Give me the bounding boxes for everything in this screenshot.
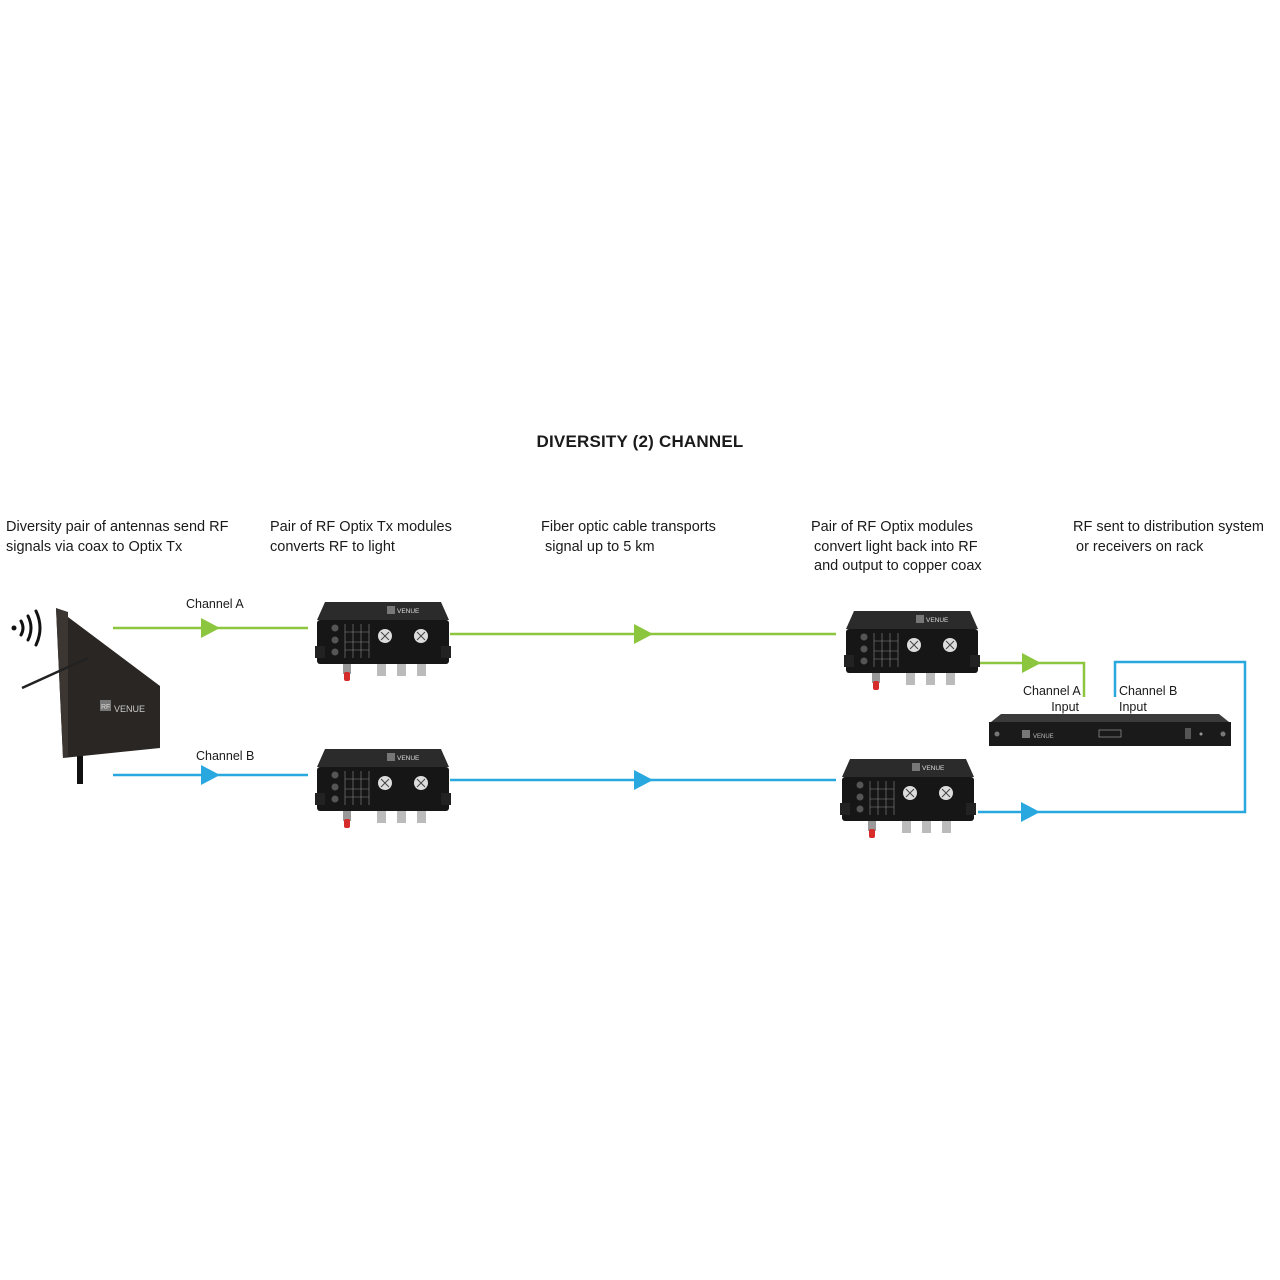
channel-a-arrow-3 — [1022, 653, 1041, 673]
optix-tx-module-b: VENUE — [315, 749, 451, 828]
desc-fiber-line-2: signal up to 5 km — [545, 538, 655, 555]
label-input-a-line-1: Channel A — [1023, 684, 1081, 698]
rack-ear-hole-left — [994, 731, 1000, 737]
optix-tx-module-a: VENUE — [315, 602, 451, 681]
channel-a-arrow-1 — [201, 618, 220, 638]
desc-rx: Pair of RF Optix modules convert light b… — [811, 518, 982, 577]
rack-ear-hole-right — [1220, 731, 1226, 737]
desc-antennas-line-2: signals via coax to Optix Tx — [6, 538, 183, 555]
desc-antennas-line-1: Diversity pair of antennas send RF — [6, 519, 229, 535]
rack-led — [1199, 732, 1203, 736]
desc-tx: Pair of RF Optix Tx modules converts RF … — [270, 518, 452, 557]
desc-antennas: Diversity pair of antennas send RF signa… — [6, 518, 228, 557]
label-input-a-line-2: Input — [1051, 700, 1079, 714]
svg-text:RF: RF — [101, 704, 110, 711]
antenna-coax — [77, 756, 83, 784]
svg-text:VENUE: VENUE — [926, 617, 949, 624]
diagram-title: DIVERSITY (2) CHANNEL — [536, 432, 744, 451]
channel-b-line-rx-to-rack — [978, 660, 1247, 814]
antenna-panel — [56, 608, 160, 758]
label-input-b-line-2: Input — [1119, 700, 1147, 714]
desc-fiber-line-1: Fiber optic cable transports — [541, 519, 716, 535]
label-input-a: Channel A Input — [1023, 683, 1081, 715]
desc-rx-line-1: Pair of RF Optix modules — [811, 519, 973, 535]
antenna-logo: RF VENUE — [100, 700, 145, 714]
desc-rx-line-2: convert light back into RF — [814, 538, 978, 555]
label-input-b-line-1: Channel B — [1119, 684, 1178, 698]
antenna-element — [21, 656, 89, 690]
rack-logo: VENUE — [1033, 734, 1054, 740]
desc-tx-line-1: Pair of RF Optix Tx modules — [270, 519, 452, 535]
label-input-b: Channel B Input — [1119, 683, 1177, 715]
desc-dist-line-2: or receivers on rack — [1076, 538, 1204, 555]
desc-rx-line-3: and output to copper coax — [814, 558, 982, 574]
diversity-antenna: RF VENUE — [11, 608, 160, 784]
rack-power-switch — [1185, 728, 1191, 739]
rack-logo-mark — [1022, 730, 1030, 738]
label-channel-b: Channel B — [196, 749, 255, 763]
desc-dist: RF sent to distribution system or receiv… — [1073, 518, 1264, 557]
desc-dist-line-1: RF sent to distribution system — [1073, 519, 1264, 535]
channel-a-arrow-2 — [634, 624, 653, 644]
rack-distribution-unit: VENUE — [989, 714, 1231, 746]
desc-tx-line-2: converts RF to light — [270, 538, 395, 555]
optix-rx-module-a: VENUE — [844, 611, 980, 690]
svg-text:VENUE: VENUE — [114, 704, 145, 714]
channel-a-line-rx-to-rack — [978, 661, 1086, 697]
channel-b-arrow-2 — [634, 770, 653, 790]
channel-b-arrow-1 — [201, 765, 220, 785]
svg-text:VENUE: VENUE — [397, 755, 420, 762]
rack-display — [1098, 729, 1122, 738]
channel-b-arrow-3 — [1021, 802, 1040, 822]
wireless-signal-icon — [11, 609, 42, 647]
desc-fiber: Fiber optic cable transports signal up t… — [541, 518, 716, 557]
svg-text:VENUE: VENUE — [922, 765, 945, 772]
svg-text:VENUE: VENUE — [397, 608, 420, 615]
optix-rx-module-b: VENUE — [840, 759, 976, 838]
label-channel-a: Channel A — [186, 597, 244, 611]
